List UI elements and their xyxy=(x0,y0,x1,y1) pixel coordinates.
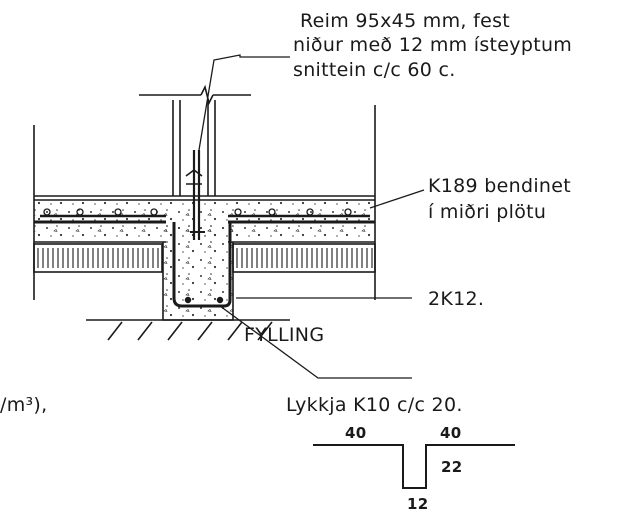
loop-note: Lykkja K10 c/c 20. xyxy=(286,394,463,416)
loop-shape xyxy=(313,444,515,489)
bars-note: 2K12. xyxy=(428,288,485,310)
mesh-note-line-2: í miðri plötu xyxy=(428,201,547,223)
loop-width-dim: 12 xyxy=(407,495,429,513)
wall-stud xyxy=(139,84,251,196)
loop-depth-dim: 22 xyxy=(441,458,463,476)
bolt-note-line-1: Reim 95x45 mm, fest xyxy=(300,10,511,32)
insulation-right xyxy=(232,243,376,273)
fill-ground xyxy=(86,319,290,341)
mesh-leader xyxy=(369,189,425,209)
anchor-bolt xyxy=(185,150,203,240)
partial-left-note: /m³), xyxy=(0,394,48,416)
insulation-left xyxy=(33,243,163,273)
bolt-note-line-3: snittein c/c 60 c. xyxy=(293,59,456,81)
fill-label: FYLLING xyxy=(244,324,325,346)
mesh-rebar xyxy=(40,208,370,218)
loop-leader xyxy=(219,305,412,379)
loop-left-leg-dim: 40 xyxy=(345,424,367,442)
loop-right-leg-dim: 40 xyxy=(440,424,462,442)
bolt-leader xyxy=(198,54,290,151)
bolt-note-line-2: niður með 12 mm ísteyptum xyxy=(293,34,573,56)
mesh-note-line-1: K189 bendinet xyxy=(428,175,571,197)
